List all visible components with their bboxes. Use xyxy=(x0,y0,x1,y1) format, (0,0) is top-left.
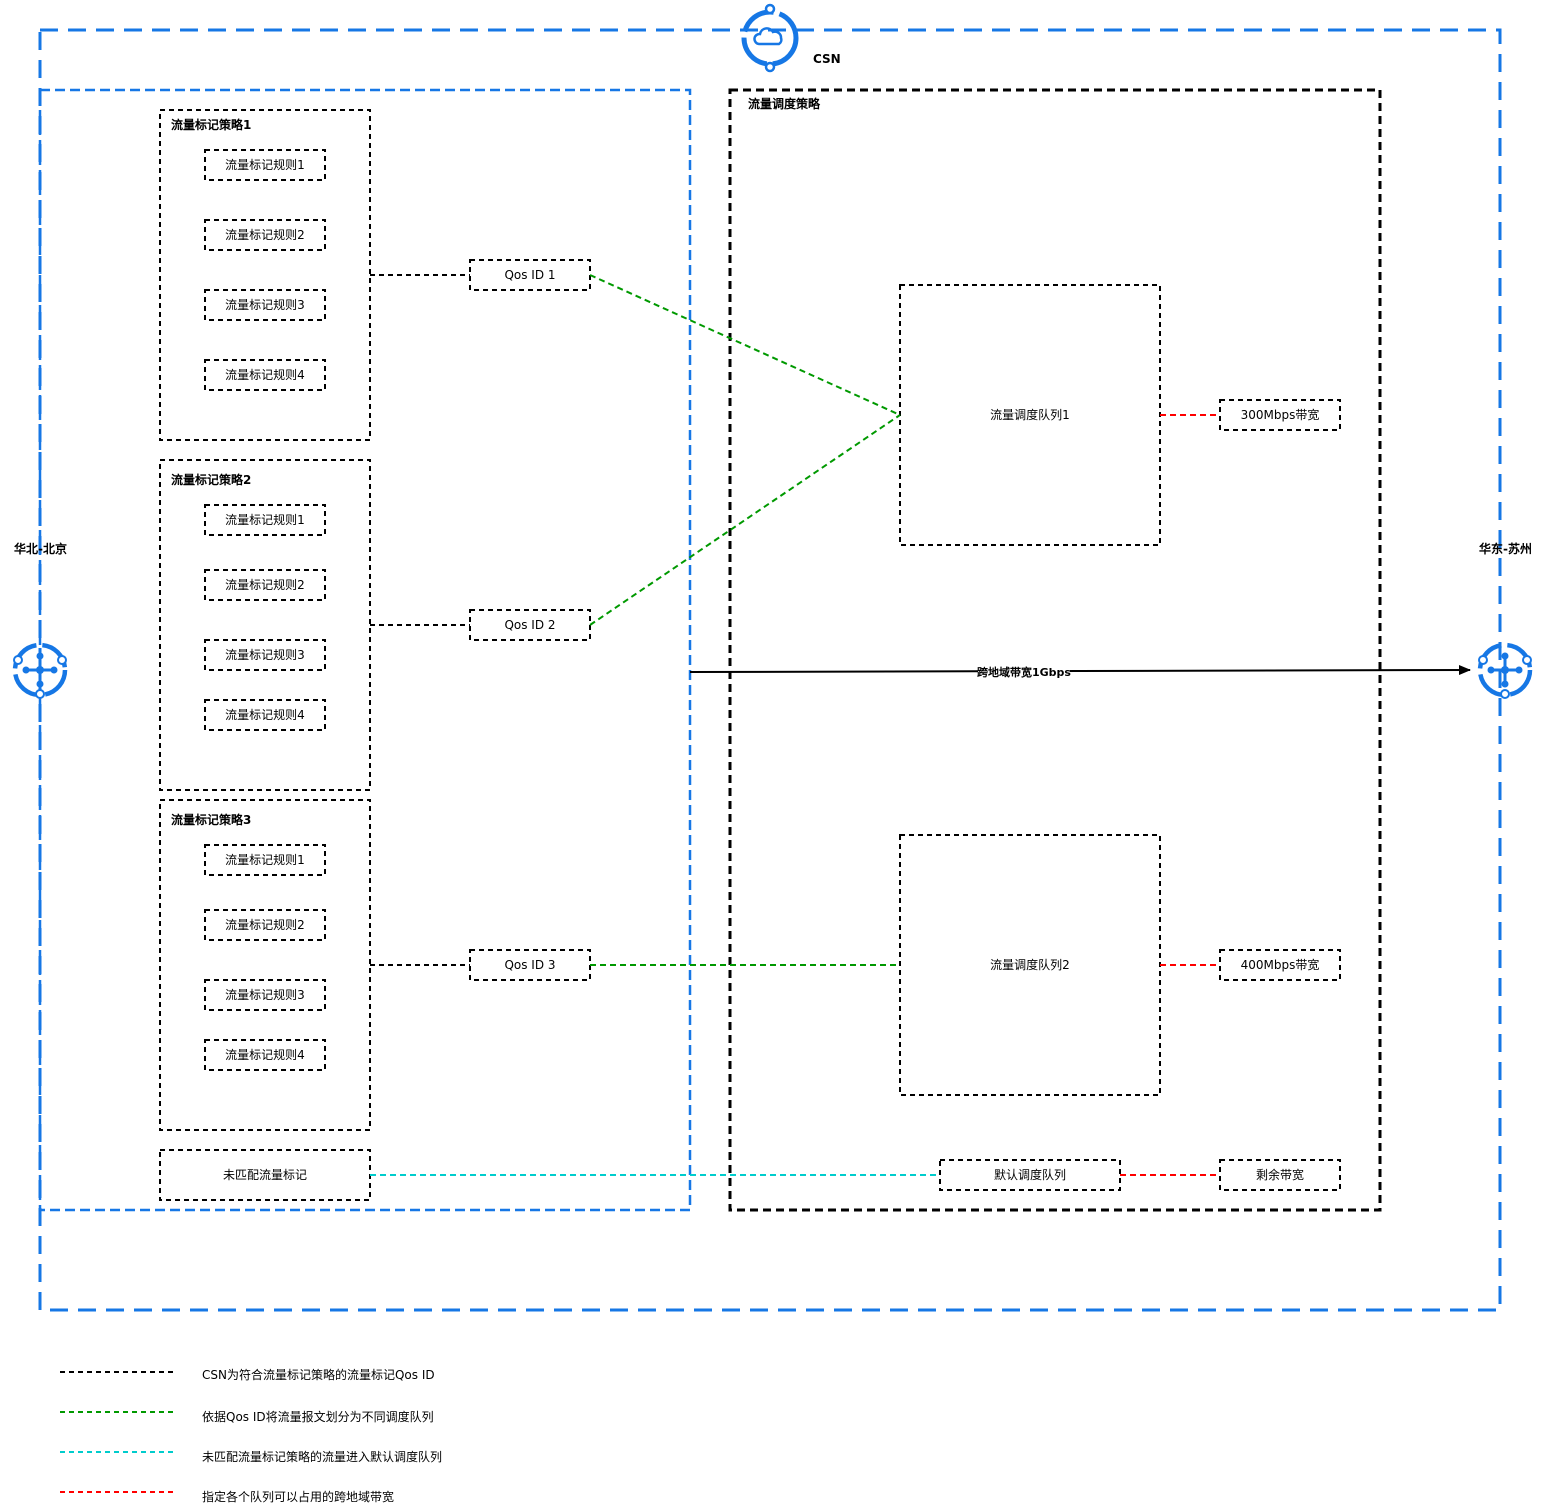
marking-policy-3: 流量标记策略3 流量标记规则1 流量标记规则2 流量标记规则3 流量标记规则4 xyxy=(159,799,371,1131)
marking-rule: 流量标记规则3 xyxy=(225,647,305,662)
legend-text: CSN为符合流量标记策略的流量标记Qos ID xyxy=(202,1367,435,1382)
bw-1-label: 300Mbps带宽 xyxy=(1241,407,1320,422)
default-queue-label: 默认调度队列 xyxy=(994,1167,1066,1182)
qos2-queue1-connector xyxy=(589,414,901,626)
policy-title: 流量标记策略3 xyxy=(171,812,251,827)
legend-text: 依据Qos ID将流量报文划分为不同调度队列 xyxy=(202,1409,434,1424)
scheduling-policy-title: 流量调度策略 xyxy=(748,96,821,111)
default-queue-box xyxy=(939,1159,1121,1191)
bw-2-box xyxy=(1219,949,1341,981)
qos-id-2-label: Qos ID 2 xyxy=(504,618,555,632)
link-label: 跨地域带宽1Gbps xyxy=(977,665,1071,679)
policy-title: 流量标记策略2 xyxy=(171,472,251,487)
marking-policy-1: 流量标记策略1 流量标记规则1 流量标记规则2 流量标记规则3 流量标记规则4 xyxy=(159,109,371,441)
marking-rule: 流量标记规则1 xyxy=(225,157,305,172)
marking-rule: 流量标记规则4 xyxy=(225,707,305,722)
legend-text: 指定各个队列可以占用的跨地域带宽 xyxy=(202,1489,394,1504)
router-icon-beijing xyxy=(12,642,68,699)
marking-rule: 流量标记规则1 xyxy=(225,512,305,527)
marking-rule: 流量标记规则4 xyxy=(225,367,305,382)
source-region-box xyxy=(38,88,692,1212)
bw-1-box xyxy=(1219,399,1341,431)
marking-policy-2: 流量标记策略2 流量标记规则1 流量标记规则2 流量标记规则3 流量标记规则4 xyxy=(159,459,371,791)
router-icon-suzhou xyxy=(1477,642,1533,699)
csn-cloud-icon xyxy=(741,3,799,73)
bw-2-label: 400Mbps带宽 xyxy=(1241,957,1320,972)
marking-rule: 流量标记规则2 xyxy=(225,577,305,592)
legend-text: 未匹配流量标记策略的流量进入默认调度队列 xyxy=(202,1449,442,1464)
target-region-label: 华东-苏州 xyxy=(1479,541,1532,556)
marking-rule: 流量标记规则4 xyxy=(225,1047,305,1062)
qos-id-3-label: Qos ID 3 xyxy=(504,958,555,972)
bw-default-box xyxy=(1219,1159,1341,1191)
inter-region-link xyxy=(689,665,1471,676)
legend: CSN为符合流量标记策略的流量标记Qos ID 依据Qos ID将流量报文划分为… xyxy=(60,1367,442,1504)
marking-rule: 流量标记规则3 xyxy=(225,297,305,312)
link-label-bg xyxy=(978,664,1070,680)
scheduling-policy-box xyxy=(728,88,1382,1212)
marking-rule: 流量标记规则2 xyxy=(225,227,305,242)
csn-label: CSN xyxy=(813,52,841,66)
bw-default-label: 剩余带宽 xyxy=(1256,1167,1304,1182)
qos-id-1-label: Qos ID 1 xyxy=(504,268,555,282)
queue-2-label: 流量调度队列2 xyxy=(990,957,1070,972)
unmatched-label: 未匹配流量标记 xyxy=(223,1168,307,1182)
marking-rule: 流量标记规则1 xyxy=(225,852,305,867)
qos1-queue1-connector xyxy=(589,274,901,416)
source-region-label: 华北-北京 xyxy=(14,541,67,556)
policy-title: 流量标记策略1 xyxy=(171,117,251,132)
marking-rule: 流量标记规则2 xyxy=(225,917,305,932)
marking-rule: 流量标记规则3 xyxy=(225,987,305,1002)
queue-1-label: 流量调度队列1 xyxy=(990,407,1070,422)
